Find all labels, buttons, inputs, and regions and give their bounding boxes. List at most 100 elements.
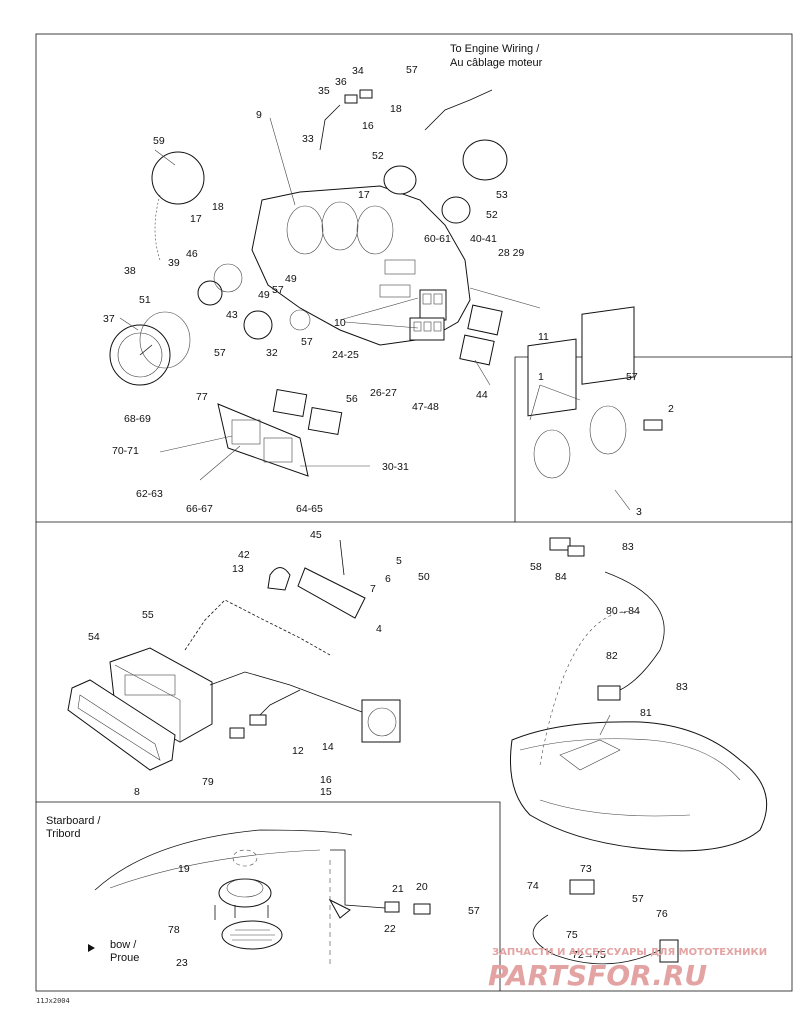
switch-panel-77 (217, 403, 309, 477)
callout-57e: 57 (626, 371, 638, 383)
bow-note: bow / Proue (88, 939, 139, 964)
callout-73: 73 (580, 863, 592, 875)
callout-16b: 16 (320, 774, 332, 786)
callout-75: 75 (566, 929, 578, 941)
callout-32: 32 (266, 347, 278, 359)
callout-9: 9 (256, 109, 262, 121)
callout-84: 84 (555, 571, 567, 583)
gauge-37 (109, 311, 191, 386)
dashboard-section (109, 89, 541, 386)
watermark-top: ЗАПЧАСТИ И АКСЕССУАРЫ ДЛЯ МОТОТЕХНИКИ (492, 947, 767, 958)
callout-labels: 1 2 3 4 5 6 7 8 9 10 11 12 13 14 15 16 1… (88, 64, 688, 969)
cover-59 (151, 151, 205, 205)
bow-note-line2: Proue (110, 952, 139, 964)
callout-57b: 57 (272, 284, 284, 296)
callout-35: 35 (318, 85, 330, 97)
callout-20: 20 (416, 881, 428, 893)
callout-51: 51 (139, 294, 151, 306)
gauge-cover-section (527, 306, 663, 511)
callout-43: 43 (226, 309, 238, 321)
callout-62-63: 62-63 (136, 488, 163, 500)
callout-55: 55 (142, 609, 154, 621)
callout-22: 22 (384, 923, 396, 935)
callout-23: 23 (176, 957, 188, 969)
callout-52b: 52 (486, 209, 498, 221)
callout-45: 45 (310, 529, 322, 541)
callout-77: 77 (196, 391, 208, 403)
callout-37: 37 (103, 313, 115, 325)
callout-44: 44 (476, 389, 488, 401)
callout-28-29: 28 29 (498, 247, 524, 259)
callout-30-31: 30-31 (382, 461, 409, 473)
callout-83a: 83 (622, 541, 634, 553)
callout-68-69: 68-69 (124, 413, 151, 425)
callout-7: 7 (370, 583, 376, 595)
callout-11: 11 (538, 331, 549, 343)
callout-57g: 57 (632, 893, 644, 905)
callout-82: 82 (606, 650, 618, 662)
hull-section (509, 537, 768, 965)
callout-78: 78 (168, 924, 180, 936)
callout-3: 3 (636, 506, 642, 518)
callout-18a: 18 (390, 103, 402, 115)
callout-8: 8 (134, 786, 140, 798)
callout-80-84: 80→84 (606, 605, 640, 617)
callout-49a: 49 (285, 273, 297, 285)
display-speaker-section (67, 539, 401, 771)
callout-74: 74 (527, 880, 539, 892)
callout-5: 5 (396, 555, 402, 567)
switch-panel-section (159, 388, 370, 481)
section-borders (35, 33, 793, 992)
callout-57a: 57 (406, 64, 418, 76)
switch-cluster (409, 289, 447, 341)
callout-52a: 52 (372, 150, 384, 162)
callout-64-65: 64-65 (296, 503, 323, 515)
callout-57c: 57 (301, 336, 313, 348)
callout-76: 76 (656, 908, 668, 920)
engine-wiring-lead (424, 89, 493, 131)
callout-17a: 17 (358, 189, 370, 201)
callout-38: 38 (124, 265, 136, 277)
callout-6: 6 (385, 573, 391, 585)
callout-42: 42 (238, 549, 250, 561)
starboard-note: Starboard / Tribord (46, 815, 101, 840)
header-note-line1: To Engine Wiring / (450, 43, 540, 55)
watermark: ЗАПЧАСТИ И АКСЕССУАРЫ ДЛЯ МОТОТЕХНИКИ PA… (488, 947, 767, 992)
hull-body (509, 721, 768, 852)
callout-26-27: 26-27 (370, 387, 397, 399)
callout-14: 14 (322, 741, 334, 753)
callout-66-67: 66-67 (186, 503, 213, 515)
callout-1: 1 (538, 371, 544, 383)
callout-56: 56 (346, 393, 358, 405)
callout-18b: 18 (212, 201, 224, 213)
callout-49b: 49 (258, 289, 270, 301)
callout-53: 53 (496, 189, 508, 201)
callout-58: 58 (530, 561, 542, 573)
callout-16a: 16 (362, 120, 374, 132)
watermark-logo: PARTSFOR.RU (488, 959, 707, 992)
callout-21: 21 (392, 883, 404, 895)
callout-33: 33 (302, 133, 314, 145)
speaker-14 (361, 699, 401, 743)
callout-47-48: 47-48 (412, 401, 439, 413)
callout-13: 13 (232, 563, 244, 575)
callout-4: 4 (376, 623, 382, 635)
callout-50: 50 (418, 571, 430, 583)
callout-2: 2 (668, 403, 674, 415)
figure-code: 11Jx2004 (36, 997, 70, 1005)
courtesy-light-section (94, 829, 431, 965)
callout-59: 59 (153, 135, 165, 147)
callout-19: 19 (178, 863, 190, 875)
callout-81: 81 (640, 707, 652, 719)
courtesy-light-19 (218, 878, 272, 908)
callout-34: 34 (352, 65, 364, 77)
starboard-note-line2: Tribord (46, 828, 80, 840)
callout-46: 46 (186, 248, 198, 260)
callout-24-25: 24-25 (332, 349, 359, 361)
callout-17b: 17 (190, 213, 202, 225)
starboard-note-line1: Starboard / (46, 815, 101, 827)
callout-40-41: 40-41 (470, 233, 497, 245)
callout-60-61: 60-61 (424, 233, 451, 245)
callout-72-75: 72→75 (572, 949, 606, 961)
